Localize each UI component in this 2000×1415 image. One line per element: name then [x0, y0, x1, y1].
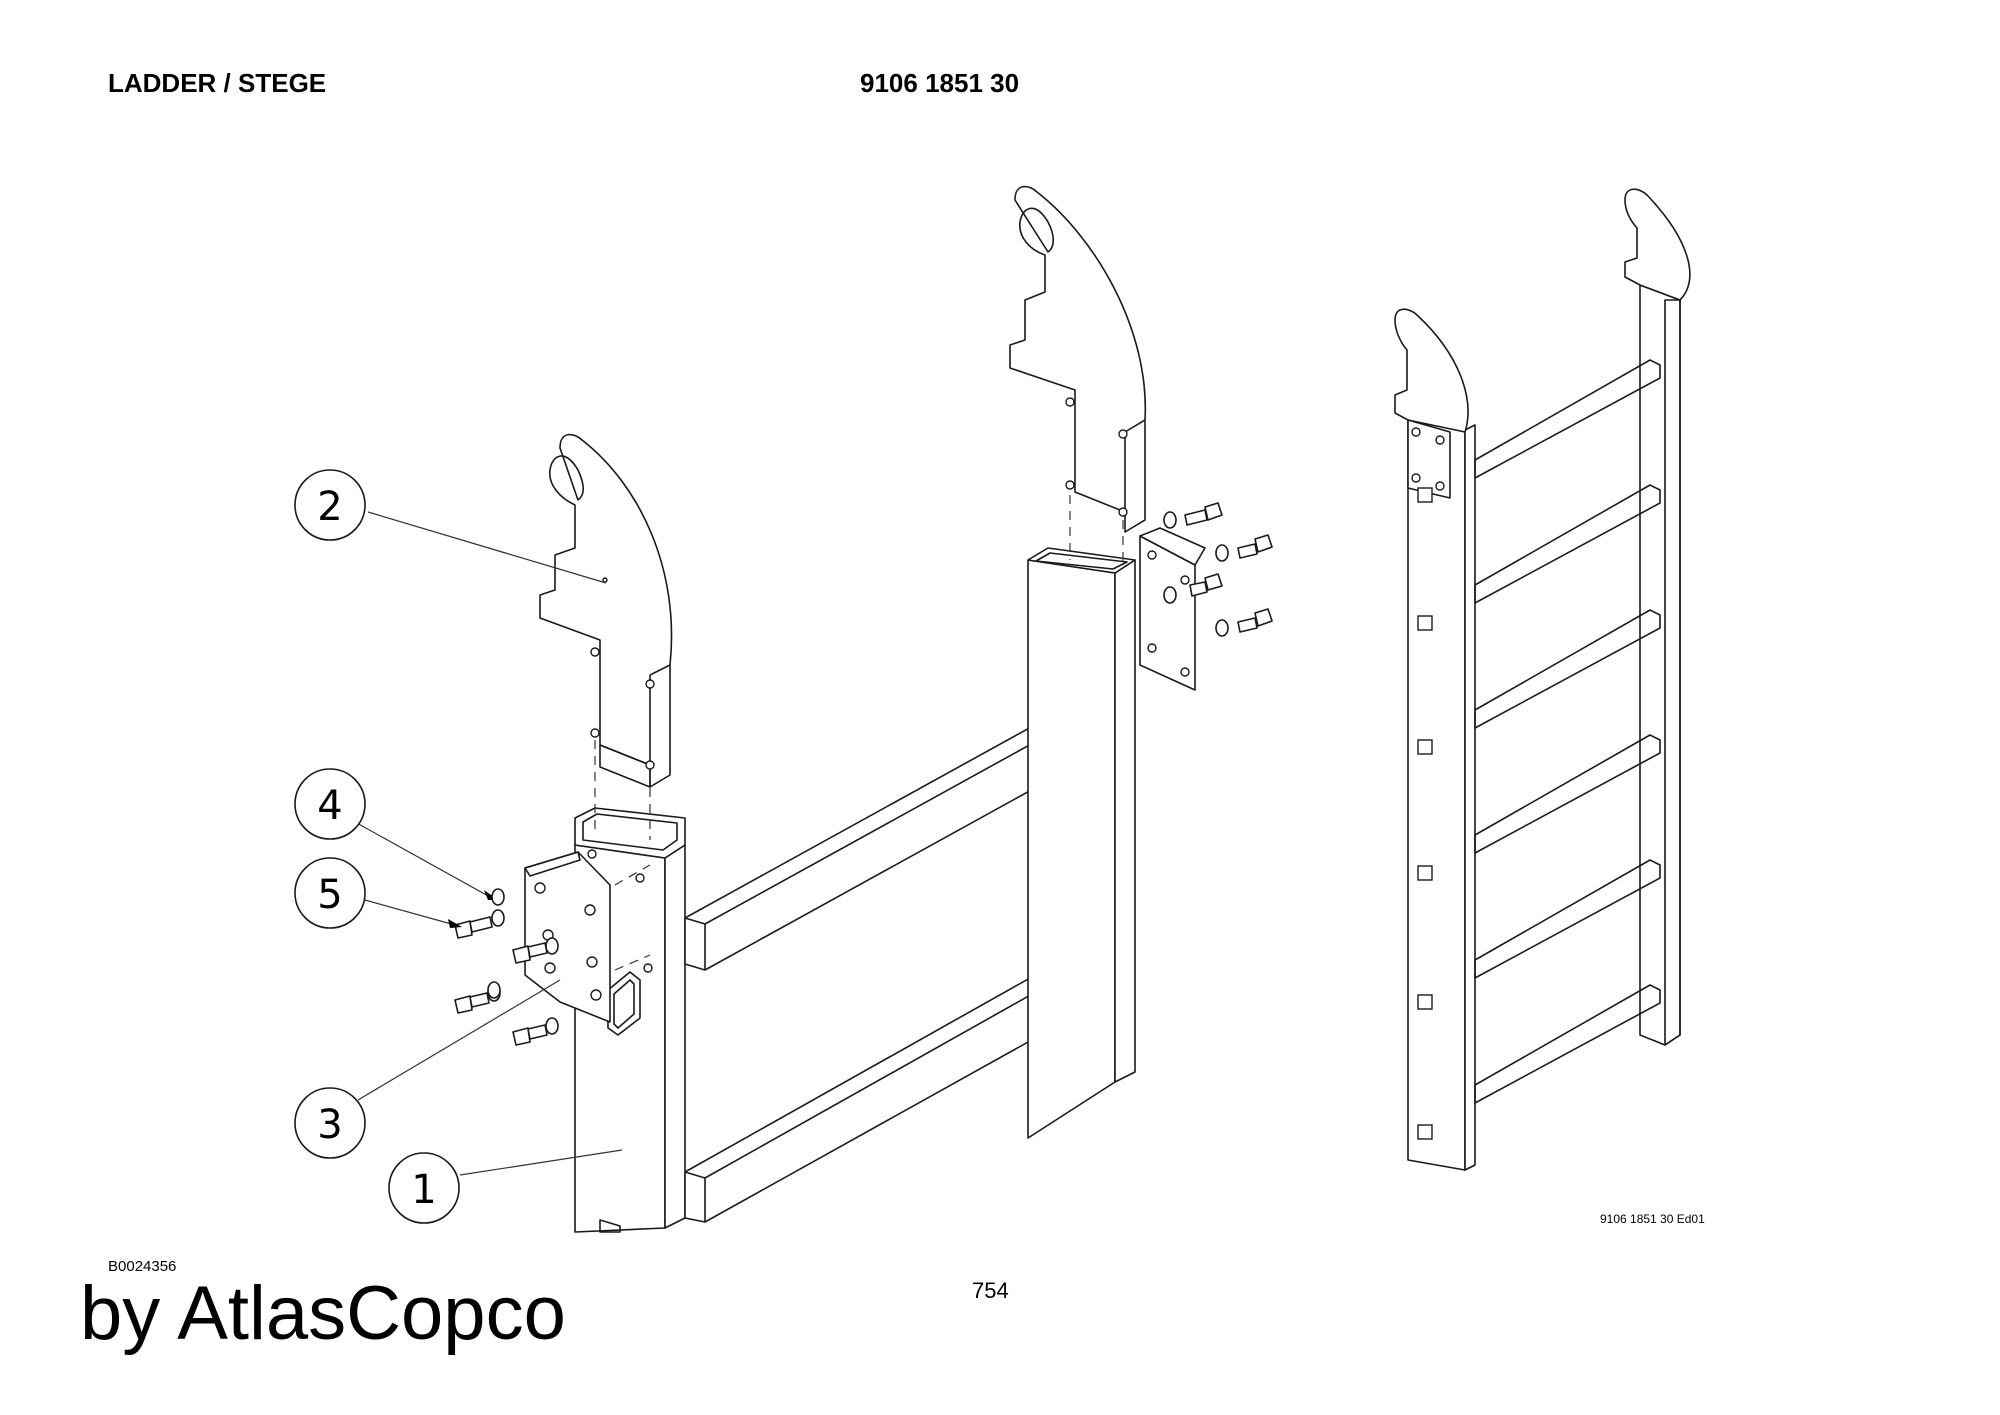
brand-footer: by AtlasCopco	[80, 1271, 566, 1356]
clamp-plate-left	[524, 851, 611, 1023]
callout-5: 5	[294, 857, 456, 929]
callout-4: 4	[294, 768, 491, 898]
bolt	[454, 909, 505, 939]
callout-1: 1	[388, 1149, 623, 1224]
svg-text:2: 2	[317, 484, 342, 530]
clamp-plate-right	[1139, 527, 1206, 691]
rungs	[684, 709, 1083, 1223]
part-number: 9106 1851 30	[860, 68, 1020, 98]
bolt	[1163, 502, 1223, 529]
bolt	[1215, 608, 1273, 637]
svg-text:1: 1	[411, 1167, 436, 1213]
hook-plate-right	[1009, 185, 1147, 533]
svg-text:5: 5	[317, 872, 342, 918]
washer	[487, 981, 501, 999]
right-rail	[1027, 547, 1136, 1139]
ladder-rungs	[1474, 359, 1661, 1104]
washer	[491, 888, 505, 906]
doc-code: B0024356	[108, 1258, 177, 1275]
bolt	[1215, 534, 1273, 562]
hook-plate-left	[539, 433, 673, 788]
svg-text:4: 4	[317, 783, 342, 829]
callout-3: 3	[294, 979, 561, 1159]
callout-2: 2	[294, 469, 607, 584]
svg-text:3: 3	[317, 1102, 342, 1148]
bolt	[1163, 573, 1223, 604]
page-title: LADDER / STEGE	[108, 68, 327, 98]
bolts-right	[1163, 502, 1273, 637]
assembled-ladder	[1394, 188, 1691, 1171]
page-number: 754	[972, 1278, 1009, 1303]
bolt	[512, 1017, 559, 1046]
drawing-ref: 9106 1851 30 Ed01	[1600, 1212, 1705, 1226]
bolt	[512, 937, 559, 964]
